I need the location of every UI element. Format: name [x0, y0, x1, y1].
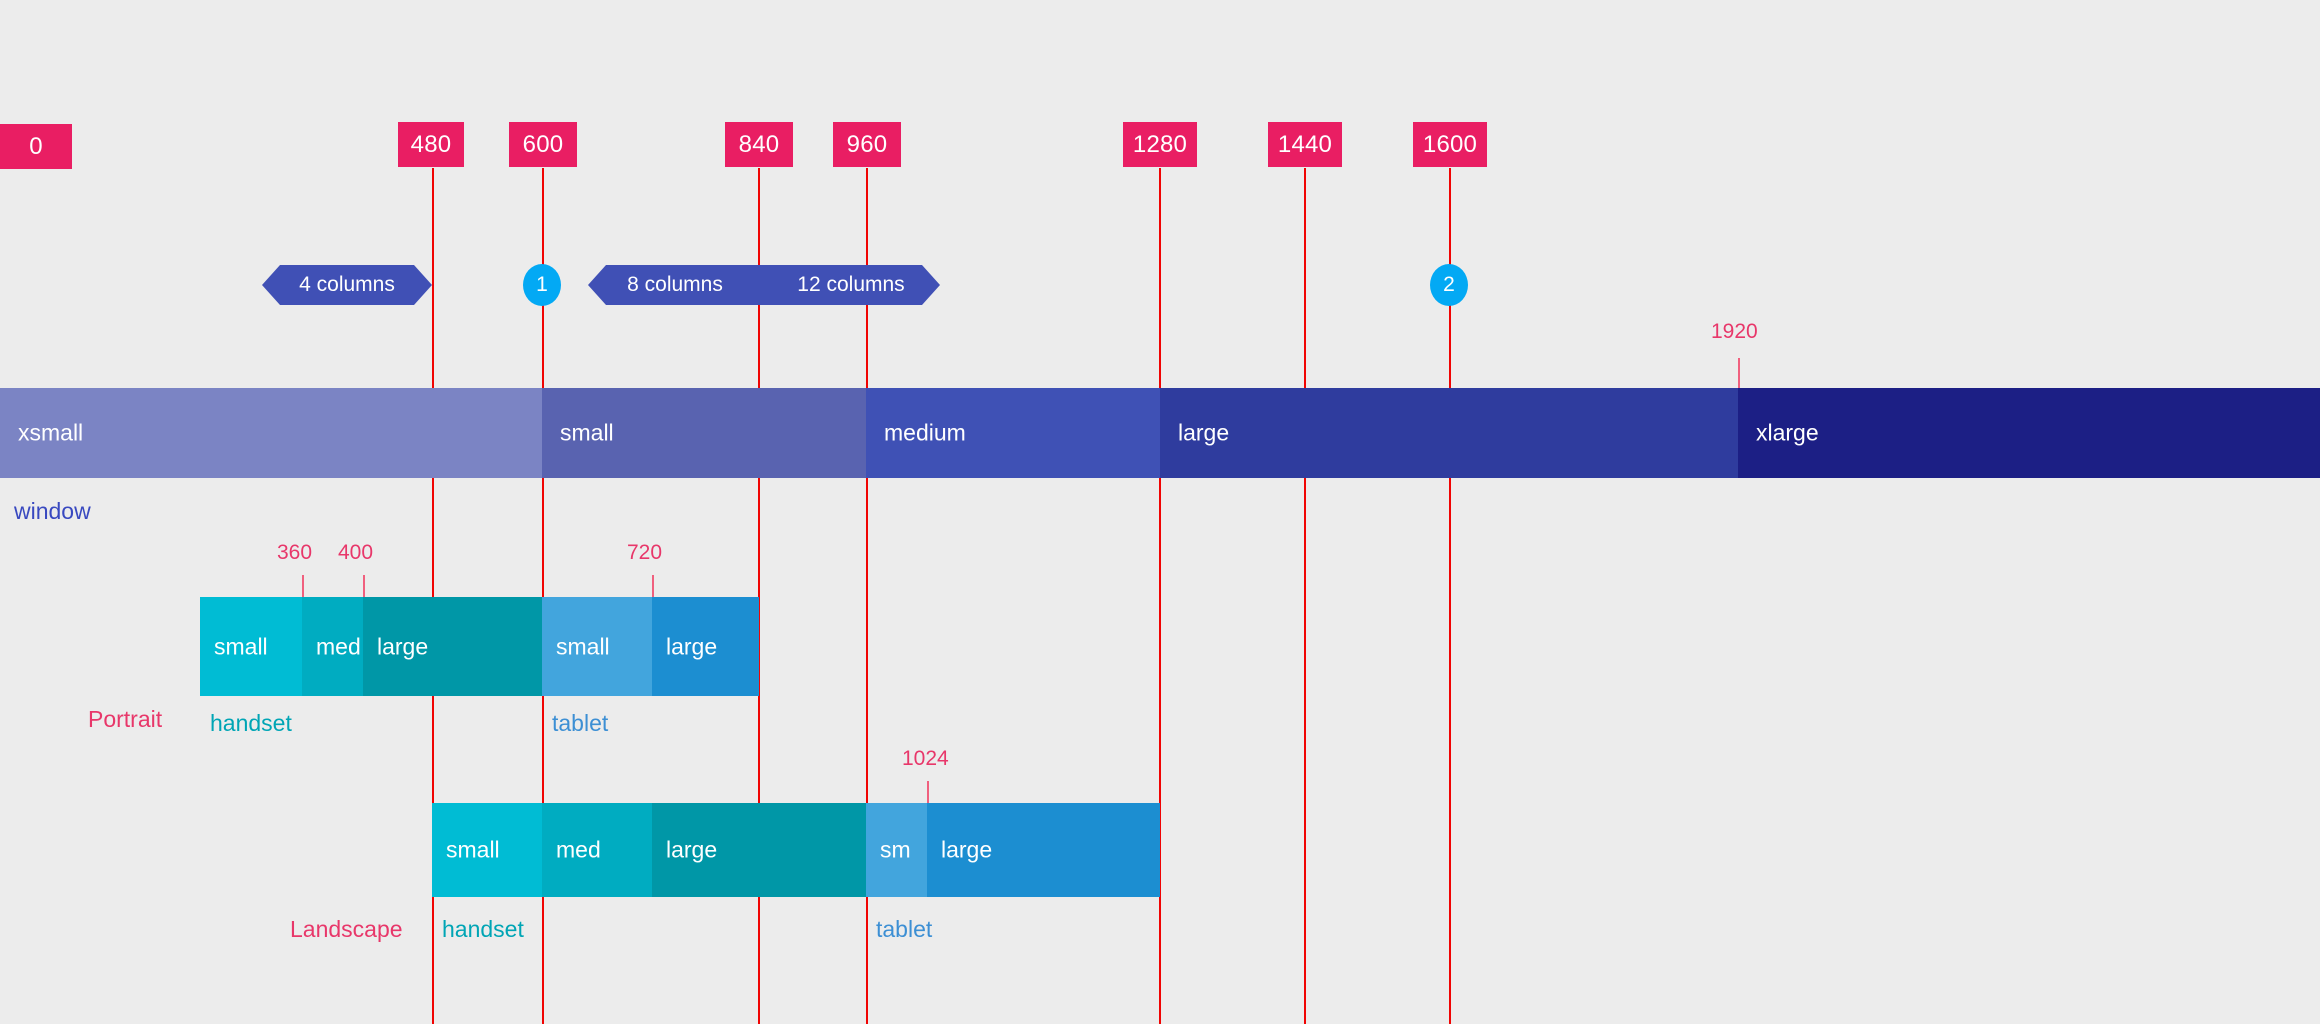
device-segment-label: large — [941, 836, 993, 863]
device-segment-handset-small: small — [432, 803, 542, 897]
device-segment-handset-med: med — [302, 597, 363, 696]
window-segment-xlarge: xlarge — [1738, 388, 2320, 478]
window-segment-label: xsmall — [18, 419, 84, 446]
device-segment-handset-med: med — [542, 803, 652, 897]
guide-line-1280 — [1159, 168, 1161, 1024]
breakpoint-tag-1600: 1600 — [1413, 122, 1487, 167]
columns-chevron-8: 8 columns — [588, 265, 762, 305]
tick-value-400: 400 — [338, 541, 374, 564]
device-segment-label: small — [214, 633, 268, 659]
device-segment-label: small — [556, 633, 610, 659]
tick-line-400 — [363, 575, 365, 597]
device-segment-handset-large: large — [363, 597, 542, 696]
breakpoint-tag-480: 480 — [398, 122, 464, 167]
circle-marker-1: 1 — [523, 264, 561, 306]
guide-line-960 — [866, 168, 868, 1024]
window-segment-label: small — [560, 419, 614, 446]
breakpoint-tag-840: 840 — [725, 122, 793, 167]
tick-line-1024 — [927, 781, 929, 803]
window-segment-label: medium — [884, 419, 966, 446]
breakpoint-tag-960: 960 — [833, 122, 901, 167]
device-segment-tablet-sm: sm — [866, 803, 927, 897]
tick-value-720: 720 — [627, 541, 663, 564]
device-segment-label: large — [377, 633, 429, 659]
device-kind-label-tablet: tablet — [552, 710, 609, 736]
window-segment-label: xlarge — [1756, 419, 1819, 446]
breakpoint-tag-1440: 1440 — [1268, 122, 1342, 167]
device-segment-label: large — [666, 633, 718, 659]
guide-line-600 — [542, 168, 544, 1024]
tick-value-1920: 1920 — [1711, 320, 1758, 343]
window-band-track: xsmall small medium large xlarge — [0, 388, 2320, 478]
device-segment-handset-large: large — [652, 803, 866, 897]
window-segment-label: large — [1178, 419, 1230, 446]
breakpoint-tag-0: 0 — [0, 124, 72, 169]
window-segment-xsmall: xsmall — [0, 388, 542, 478]
circle-marker-2: 2 — [1430, 264, 1468, 306]
window-segment-small: small — [542, 388, 759, 478]
device-segment-label: med — [316, 633, 361, 659]
tick-line-360 — [302, 575, 304, 597]
device-segment-tablet-small: small — [542, 597, 652, 696]
window-segment-large: large — [1160, 388, 1738, 478]
breakpoint-tag-600: 600 — [509, 122, 577, 167]
device-segment-label: sm — [880, 836, 911, 863]
columns-chevron-12: 12 columns — [762, 265, 940, 305]
breakpoint-tag-1280: 1280 — [1123, 122, 1197, 167]
device-kind-label-handset: handset — [442, 916, 524, 942]
device-segment-label: small — [446, 836, 500, 863]
window-axis-label: window — [14, 498, 91, 524]
guide-line-840 — [758, 168, 760, 1024]
device-segment-tablet-large: large — [652, 597, 759, 696]
device-kind-label-tablet: tablet — [876, 916, 933, 942]
device-segment-label: med — [556, 836, 601, 863]
orientation-label-portrait: Portrait — [88, 706, 163, 732]
device-segment-label: large — [666, 836, 718, 863]
tick-value-1024: 1024 — [902, 747, 949, 770]
columns-chevron-4: 4 columns — [262, 265, 432, 305]
device-segment-handset-small: small — [200, 597, 302, 696]
guide-line-1600 — [1449, 168, 1451, 1024]
tick-line-720 — [652, 575, 654, 597]
device-segment-tablet-large: large — [927, 803, 1160, 897]
tick-value-360: 360 — [277, 541, 313, 564]
guide-line-480 — [432, 168, 434, 1024]
device-kind-label-handset: handset — [210, 710, 292, 736]
tick-line-1920 — [1738, 358, 1740, 388]
guide-line-1440 — [1304, 168, 1306, 1024]
window-segment-medium: medium — [866, 388, 1160, 478]
window-segment-gap-2 — [759, 388, 866, 478]
orientation-label-landscape: Landscape — [290, 916, 403, 942]
